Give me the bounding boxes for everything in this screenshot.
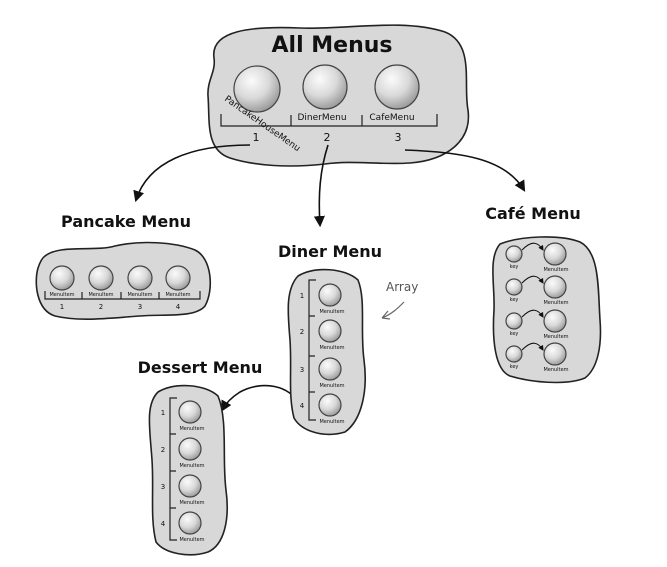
dessert-item-label: MenuItem <box>179 426 204 432</box>
cafe-item-ball <box>543 309 567 333</box>
cafe-key-ball <box>505 245 523 263</box>
dessert-item-ball <box>178 511 202 535</box>
cafe-key-ball <box>505 345 523 363</box>
diner-index-1: 1 <box>300 292 304 300</box>
cafe-menu-blob <box>492 236 602 384</box>
cafe-map-arrow <box>521 242 544 251</box>
pancake-item-ball <box>49 265 75 291</box>
dessert-index-2: 2 <box>161 446 165 454</box>
cafe-key-ball <box>505 278 523 296</box>
all-menus-title: All Menus <box>272 33 393 58</box>
pancake-item-ball <box>127 265 153 291</box>
cafe-key-ball <box>505 312 523 330</box>
dessert-array-bracket <box>169 397 177 541</box>
cafe-key-label: key <box>510 331 519 337</box>
pancake-menu-group: Pancake Menu MenuItem MenuItem MenuItem … <box>35 212 211 320</box>
cafe-item-label: MenuItem <box>543 267 568 273</box>
diner-item-ball <box>318 357 342 381</box>
pancake-index-2: 2 <box>99 303 103 311</box>
menu-ball-1 <box>233 65 281 113</box>
dessert-index-1: 1 <box>161 409 165 417</box>
cafe-key-label: key <box>510 297 519 303</box>
pancake-item-label: MenuItem <box>127 292 152 298</box>
cafe-map-arrow <box>521 342 544 351</box>
arrow-to-dessert-menu <box>220 384 301 412</box>
array-annotation-arrow <box>381 301 405 320</box>
cafe-item-label: MenuItem <box>543 367 568 373</box>
all-menus-array-bracket <box>220 114 438 127</box>
dessert-item-ball <box>178 437 202 461</box>
dessert-item-label: MenuItem <box>179 500 204 506</box>
diner-menu-blob <box>287 268 366 436</box>
arrow-to-cafe-menu <box>404 149 526 192</box>
pancake-index-1: 1 <box>60 303 64 311</box>
cafe-map-arrow <box>521 309 544 318</box>
cafe-item-label: MenuItem <box>543 334 568 340</box>
dessert-item-ball <box>178 474 202 498</box>
pancake-item-label: MenuItem <box>165 292 190 298</box>
dessert-item-label: MenuItem <box>179 537 204 543</box>
cafe-map-arrow <box>521 275 544 284</box>
all-menus-index-2: 2 <box>324 131 331 144</box>
all-menus-index-3: 3 <box>395 131 402 144</box>
diner-menu-group: Diner Menu MenuItem MenuItem MenuItem Me… <box>278 242 418 436</box>
diner-index-4: 4 <box>300 402 305 410</box>
cafe-menu-label: CafeMenu <box>369 113 414 123</box>
pancake-index-4: 4 <box>176 303 181 311</box>
pancake-item-ball <box>165 265 191 291</box>
pancake-menu-title: Pancake Menu <box>61 212 191 231</box>
dessert-menu-group: Dessert Menu MenuItem MenuItem MenuItem … <box>138 358 263 556</box>
cafe-menu-title: Café Menu <box>485 204 580 223</box>
all-menus-index-1: 1 <box>253 131 260 144</box>
menu-ball-3 <box>374 64 420 110</box>
cafe-key-label: key <box>510 364 519 370</box>
pancake-item-label: MenuItem <box>49 292 74 298</box>
diner-item-ball <box>318 393 342 417</box>
pancake-array-bracket <box>44 291 201 300</box>
diner-menu-label: DinerMenu <box>297 113 346 123</box>
dessert-index-3: 3 <box>161 483 165 491</box>
cafe-item-label: MenuItem <box>543 300 568 306</box>
diner-index-3: 3 <box>300 366 304 374</box>
arrow-to-pancake-menu <box>133 144 251 203</box>
diner-item-ball <box>318 319 342 343</box>
diner-item-label: MenuItem <box>319 345 344 351</box>
cafe-item-ball <box>543 342 567 366</box>
diner-item-label: MenuItem <box>319 383 344 389</box>
diner-item-ball <box>318 283 342 307</box>
array-annotation: Array <box>386 280 418 294</box>
pancake-item-label: MenuItem <box>88 292 113 298</box>
cafe-item-ball <box>543 275 567 299</box>
dessert-item-label: MenuItem <box>179 463 204 469</box>
diner-item-label: MenuItem <box>319 419 344 425</box>
all-menus-group: All Menus PancakeHouseMenu DinerMenu Caf… <box>207 24 470 167</box>
arrow-to-diner-menu <box>313 144 329 228</box>
dessert-menu-blob <box>148 384 228 556</box>
menu-ball-2 <box>302 64 348 110</box>
dessert-index-4: 4 <box>161 520 166 528</box>
pancake-item-ball <box>88 265 114 291</box>
pancake-menu-blob <box>35 241 211 320</box>
cafe-key-label: key <box>510 264 519 270</box>
diner-index-2: 2 <box>300 328 304 336</box>
diner-item-label: MenuItem <box>319 309 344 315</box>
cafe-item-ball <box>543 242 567 266</box>
cafe-menu-group: Café Menu key key key key MenuItem MenuI… <box>485 204 602 384</box>
diner-menu-title: Diner Menu <box>278 242 382 261</box>
pancake-index-3: 3 <box>138 303 142 311</box>
dessert-item-ball <box>178 400 202 424</box>
dessert-menu-title: Dessert Menu <box>138 358 263 377</box>
diner-array-bracket <box>308 279 316 421</box>
